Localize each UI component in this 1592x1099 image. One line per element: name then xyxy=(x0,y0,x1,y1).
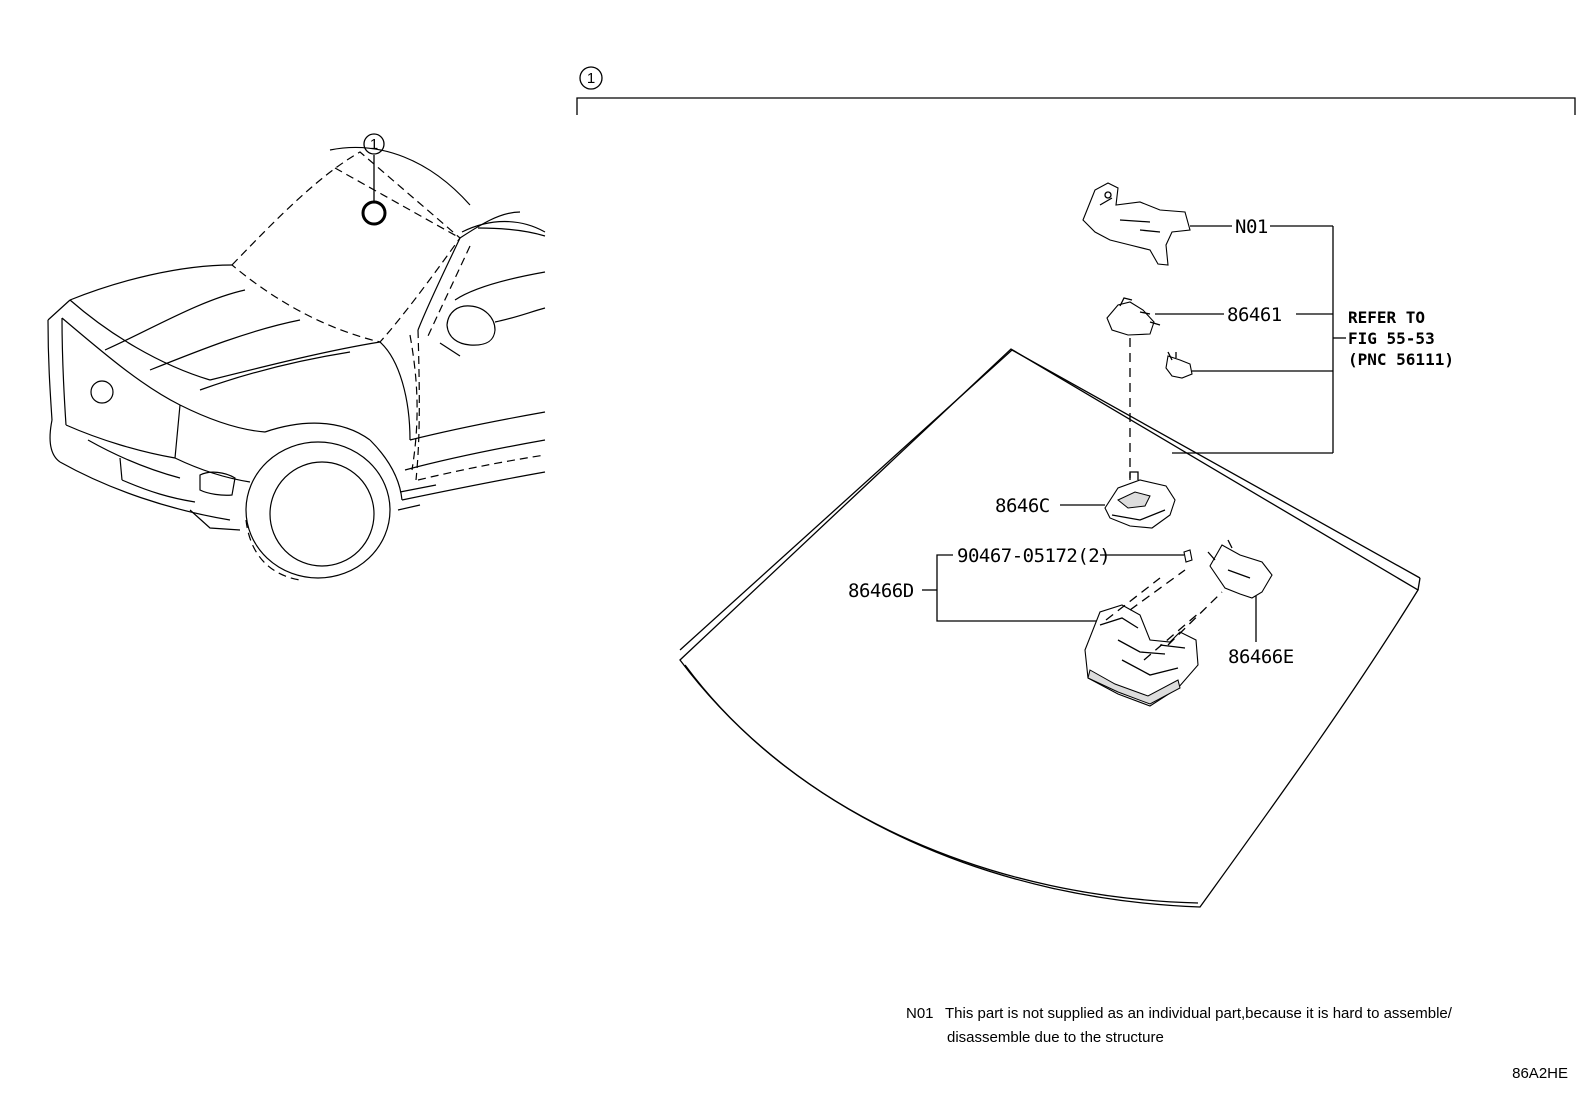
part-number-n01: N01 xyxy=(1235,216,1268,238)
reference-text-line3: (PNC 56111) xyxy=(1348,350,1454,369)
footnote-code: N01 xyxy=(906,1005,934,1022)
camera-connector-illustration xyxy=(1165,351,1193,379)
part-n01-illustration xyxy=(1082,182,1191,266)
vehicle-callout-number: 1 xyxy=(370,136,378,153)
vehicle-illustration xyxy=(47,146,546,581)
vehicle-callout: 1 xyxy=(361,133,387,226)
assembly-bracket: 1 xyxy=(576,66,1576,115)
reference-text-line1: REFER TO xyxy=(1348,308,1425,327)
part-number-8646c: 8646C xyxy=(995,495,1050,517)
footnote-text-line2: disassemble due to the structure xyxy=(947,1029,1164,1046)
part-86466d-leader xyxy=(922,554,1102,622)
screw-90467-illustration xyxy=(1183,549,1193,563)
part-8646c-illustration xyxy=(1104,471,1176,529)
part-86466e-illustration xyxy=(1207,539,1273,599)
assembly-callout-number: 1 xyxy=(587,70,595,87)
part-86461-illustration xyxy=(1106,297,1161,478)
part-number-86461: 86461 xyxy=(1227,304,1282,326)
reference-bracket xyxy=(1172,226,1346,454)
windshield-location-marker xyxy=(361,200,387,226)
part-86466d-illustration xyxy=(1084,569,1223,707)
part-number-86466d: 86466D xyxy=(848,580,914,602)
footnote-text-line1: This part is not supplied as an individu… xyxy=(945,1005,1453,1022)
windshield-glass xyxy=(679,348,1421,908)
figure-code: 86A2HE xyxy=(1512,1065,1568,1082)
part-number-90467: 90467-05172(2) xyxy=(957,545,1110,567)
part-number-86466e: 86466E xyxy=(1228,646,1294,668)
reference-text-line2: FIG 55-53 xyxy=(1348,329,1435,348)
